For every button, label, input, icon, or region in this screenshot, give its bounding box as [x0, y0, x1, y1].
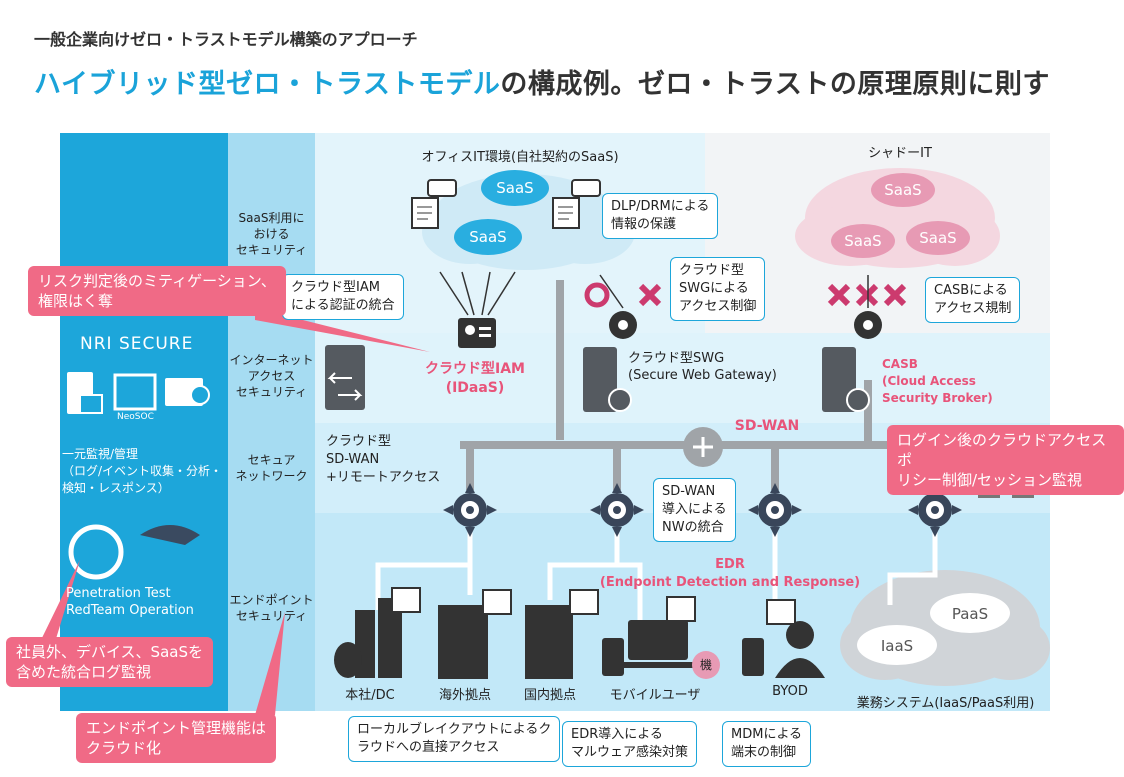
deny-icon — [883, 283, 907, 307]
callout-mdm: MDMによる 端末の制御 — [722, 721, 812, 767]
row-label-endpoint: エンドポイント セキュリティ — [229, 593, 314, 623]
cloud-swg-label: クラウド型SWG (Secure Web Gateway) — [628, 351, 777, 383]
saas-label: SaaS — [496, 179, 534, 197]
pink-callout-endpoint-mgmt: エンドポイント管理機能は クラウド化 — [76, 713, 277, 763]
page-title: ハイブリッド型ゼロ・トラストモデルの構成例。ゼロ・トラストの原理原則に則す — [34, 62, 1050, 101]
paas-label: PaaS — [951, 605, 989, 623]
casb-gear-icon — [854, 311, 882, 339]
mobile-user-icon — [602, 620, 694, 676]
domestic-building-icon — [525, 605, 573, 679]
endpoint-label-domestic: 国内拠点 — [523, 688, 576, 703]
endpoint-label-overseas: 海外拠点 — [438, 688, 491, 703]
casb-server-icon — [822, 347, 870, 412]
saas-label: SaaS — [469, 228, 507, 246]
callout-sdwan-nw: SD-WAN 導入による NWの統合 — [653, 478, 736, 542]
seal-label: 機 — [699, 658, 712, 672]
row-label-internet: インターネット アクセス セキュリティ — [229, 353, 314, 399]
pink-callout-risk: リスク判定後のミティゲーション、 権限はく奪 — [28, 266, 286, 316]
swg-server-icon — [583, 347, 632, 412]
sdwan-router-icon — [683, 427, 723, 467]
certificate-icons — [391, 587, 796, 625]
title-rest: の構成例。ゼロ・トラストの原理原則に則す — [500, 69, 1050, 100]
pentest-label: Penetration Test RedTeam Operation — [66, 586, 194, 618]
endpoint-label-mobile: モバイルユーザ — [609, 688, 701, 703]
shadow-it-cloud — [795, 168, 1000, 268]
callout-local-breakout: ローカルブレイクアウトによるク ラウドへの直接アクセス — [348, 716, 561, 762]
biz-system-label: 業務システム(IaaS/PaaS利用) — [856, 696, 1035, 711]
monitoring-label: 一元監視/管理 （ログ/イベント収集・分析・ 検知・レスポンス） — [62, 447, 223, 495]
callout-casb-ctrl: CASBによる アクセス規制 — [925, 277, 1021, 323]
byod-icon — [742, 621, 825, 678]
allow-icon — [584, 282, 610, 308]
row-label-saas: SaaS利用に おける セキュリティ — [235, 211, 308, 257]
hq-building-icon — [334, 598, 402, 678]
row-label-network: セキュア ネットワーク — [235, 453, 308, 483]
shadow-saas-label: SaaS — [884, 181, 922, 199]
pink-callout-login: ログイン後のクラウドアクセスポ リシー制御/セッション監視 — [887, 425, 1124, 495]
iam-server-icon — [325, 345, 365, 410]
casb-label: CASB (Cloud Access Security Broker) — [882, 357, 993, 405]
seal-icon — [692, 651, 720, 679]
shadow-saas-label: SaaS — [919, 229, 957, 247]
sdwan-label: SD-WAN — [734, 418, 800, 434]
cloud-iam-label: クラウド型IAM (IDaaS) — [425, 361, 525, 396]
shadow-it-label: シャドーIT — [868, 146, 932, 161]
endpoint-label-hq: 本社/DC — [345, 688, 395, 703]
office-it-label: オフィスIT環境(自社契約のSaaS) — [421, 150, 619, 165]
edr-label: EDR (Endpoint Detection and Response) — [599, 557, 861, 590]
log-callout-pointer — [40, 560, 80, 642]
pink-callout-log: 社員外、デバイス、SaaSを 含めた統合ログ監視 — [6, 637, 213, 687]
deny-icon — [855, 283, 879, 307]
document-icon — [552, 197, 580, 229]
shadow-saas-label: SaaS — [844, 232, 882, 250]
deny-icon — [638, 283, 662, 307]
swg-gear-icon — [609, 311, 637, 339]
business-system-cloud — [840, 570, 1050, 686]
cloud-sdwan-label: クラウド型 SD-WAN +リモートアクセス — [326, 434, 441, 485]
overseas-building-icon — [438, 605, 488, 679]
callout-iam-auth: クラウド型IAM による認証の統合 — [282, 274, 404, 320]
document-icon — [411, 197, 439, 229]
endpoint-callout-pointer — [255, 612, 285, 715]
page-subtitle: 一般企業向けゼロ・トラストモデル構築のアプローチ — [34, 30, 418, 49]
cats-logo-icon — [68, 524, 200, 580]
callout-dlp: DLP/DRMによる 情報の保護 — [602, 193, 719, 239]
title-highlight: ハイブリッド型ゼロ・トラストモデル — [34, 69, 501, 100]
gateway-node-icons — [443, 483, 962, 537]
thumbs-up-icon — [427, 179, 457, 197]
deny-icon — [827, 283, 851, 307]
monitoring-icons — [67, 372, 210, 414]
endpoint-label-byod: BYOD — [772, 684, 808, 699]
callout-swg-ctrl: クラウド型 SWGによる アクセス制御 — [670, 257, 766, 321]
thumbs-up-icon — [571, 179, 601, 197]
neosoc-label: NeoSOC — [117, 412, 154, 422]
iaas-label: IaaS — [880, 637, 914, 655]
callout-edr-malware: EDR導入による マルウェア感染対策 — [562, 721, 698, 767]
auth-arrows — [439, 271, 869, 316]
band-internet — [315, 333, 1050, 423]
nri-secure-logo: NRI SECURE — [80, 334, 194, 354]
id-badge-icon — [458, 318, 496, 348]
